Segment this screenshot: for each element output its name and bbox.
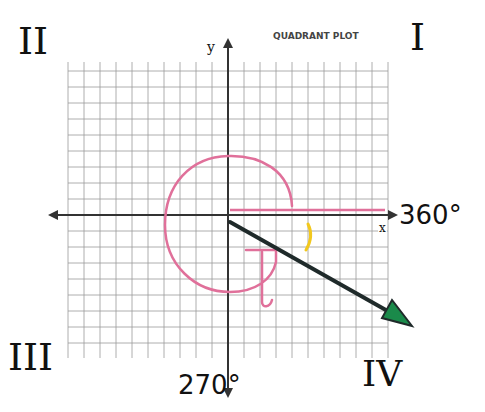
axis-label: y [206,40,216,54]
rotation-spiral [165,156,292,306]
grid-line [196,62,197,358]
angle-label: 270° [178,372,241,398]
grid-line [148,62,149,358]
arrow-head [382,300,412,326]
grid-line [212,62,213,358]
quadrant-label: IV [362,356,402,392]
terminal-side [230,222,400,318]
initial-side [230,209,385,212]
grid-line [84,62,85,358]
quadrant-label: II [18,22,48,60]
grid-line [100,62,101,358]
grid-line [132,62,133,358]
grid-line [180,62,181,358]
grid-line [164,62,165,358]
axis-label: x [378,222,387,234]
worksheet-title: QUADRANT PLOT [272,32,360,41]
axis-arrow [388,210,398,220]
axis-arrow [223,38,233,48]
grid-line [68,62,69,358]
grid-line [116,62,117,358]
axis-arrow [48,210,58,220]
y-axis [227,44,229,392]
quadrant-label: III [8,338,53,376]
quadrant-label: I [410,18,425,56]
x-axis [54,214,392,216]
angle-arc [306,224,311,250]
angle-label: 360° [398,202,463,228]
